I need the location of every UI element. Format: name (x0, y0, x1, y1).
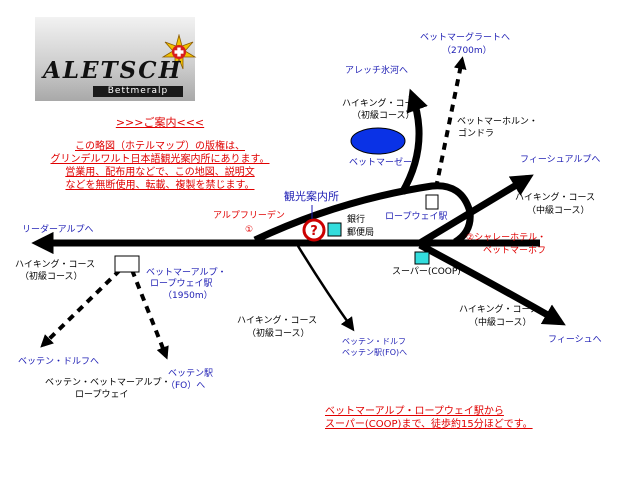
label-bank: 銀行 (347, 213, 365, 225)
notice-line: などを無断使用、転載、複製を禁じます。 (65, 180, 255, 191)
label-aletsch-glacier: アレッチ氷河へ (345, 64, 408, 76)
road-aletsch (398, 88, 428, 195)
label-hiking-left-1: ハイキング・コース (15, 258, 95, 270)
label-hiking-right-1: ハイキング・コース (515, 191, 595, 203)
notice-line: 営業用、配布用などで、この地図、説明文 (65, 167, 255, 178)
label-alpfrieden: アルプフリーデン (213, 209, 285, 221)
notice-line: この略図（ホテルマップ）の版権は、 (75, 141, 245, 152)
label-station-2: ロープウェイ駅 (150, 278, 212, 289)
logo-subtitle: Bettmeralp (93, 86, 183, 97)
road-fiescheralp (418, 174, 534, 246)
label-super: スーパー(COOP) (392, 266, 461, 277)
label-betten-dorf-fo-2: ベッテン駅(FO)へ (342, 348, 407, 357)
lake-bettmersee (350, 127, 406, 155)
label-hotel-1: ②シャレーホテル・ (466, 232, 546, 243)
label-betten-station-1: ベッテン駅 (168, 368, 213, 379)
label-bettmergrat-1: ベットマーグラートへ (420, 31, 510, 43)
path-betten-dorf-fo (296, 245, 355, 332)
label-hiking-bc-1: ハイキング・コース (237, 314, 317, 326)
label-hiking-top-2: （初級コース） (352, 109, 415, 121)
label-hiking-top-1: ハイキング・コース (342, 97, 422, 109)
svg-text:?: ? (310, 224, 318, 239)
label-ropeway-station: ロープウェイ駅 (385, 211, 447, 222)
walk-note-line: ベットマーアルプ・ロープウェイ駅から (325, 406, 504, 417)
label-station-3: （1950m） (163, 290, 213, 301)
label-fiesch: フィーシュへ (548, 335, 602, 345)
cableway-betten-dorf (40, 268, 122, 348)
label-betten-dorf: ベッテン・ドルフへ (18, 356, 99, 367)
label-hiking-br-2: （中級コース） (469, 316, 532, 328)
coop-building (414, 251, 430, 265)
logo-wordmark: ALETSCH (43, 57, 183, 84)
bettmeralp-ropeway-station-box (114, 255, 140, 273)
label-post: 郵便局 (347, 226, 374, 238)
notice-line: グリンデルワルト日本語観光案内所にあります。 (50, 154, 270, 165)
bank-post-building (327, 222, 342, 237)
label-hotel-2: ベットマーホフ (483, 245, 546, 256)
walk-note-line: スーパー(COOP)まで、徒歩約15分ほどです。 (325, 419, 533, 430)
bettmerhorn-gondola-station-box (425, 194, 439, 210)
label-circle-1: ① (245, 225, 253, 235)
label-bettmergrat-2: （2700m） (442, 45, 492, 56)
label-bettmerhorn-2: ゴンドラ (458, 127, 494, 139)
walk-note: ベットマーアルプ・ロープウェイ駅から スーパー(COOP)まで、徒歩約15分ほど… (325, 405, 565, 431)
swiss-star-icon (161, 34, 197, 70)
label-hiking-br-1: ハイキング・コース (459, 303, 539, 315)
cableway-betten-station (130, 269, 169, 360)
label-bettmerhorn-1: ベットマーホルン・ (457, 116, 538, 127)
logo-aletsch: ALETSCH Bettmeralp (35, 17, 197, 101)
label-riederalp: リーダーアルプへ (22, 223, 94, 235)
label-hiking-bc-2: （初級コース） (247, 327, 310, 339)
road-fiesch (418, 241, 566, 326)
guide-heading: >>>ご案内<<< (115, 116, 205, 129)
label-tourist-info: 観光案内所 (284, 189, 339, 203)
label-fiescheralp: フィーシュアルプへ (520, 154, 600, 165)
gondola-bettmergrat (434, 56, 467, 189)
tourist-info-icon: ? (302, 218, 326, 242)
upper-loop-road (253, 182, 474, 246)
label-hiking-right-2: （中級コース） (527, 204, 590, 216)
label-betten-dorf-fo-1: ベッテン・ドルフ (342, 337, 406, 346)
label-station-1: ベットマーアルプ・ (146, 267, 227, 278)
copyright-notice: この略図（ホテルマップ）の版権は、 グリンデルワルト日本語観光案内所にあります。… (0, 140, 320, 192)
label-betten-station-2: （FO）へ (166, 380, 205, 391)
label-hiking-left-2: （初級コース） (20, 270, 83, 282)
label-lake: ベットマーゼー (349, 156, 412, 168)
label-cable-2: ロープウェイ (75, 389, 128, 400)
label-cable-1: ベッテン・ベットマーアルプ・ (45, 377, 171, 388)
